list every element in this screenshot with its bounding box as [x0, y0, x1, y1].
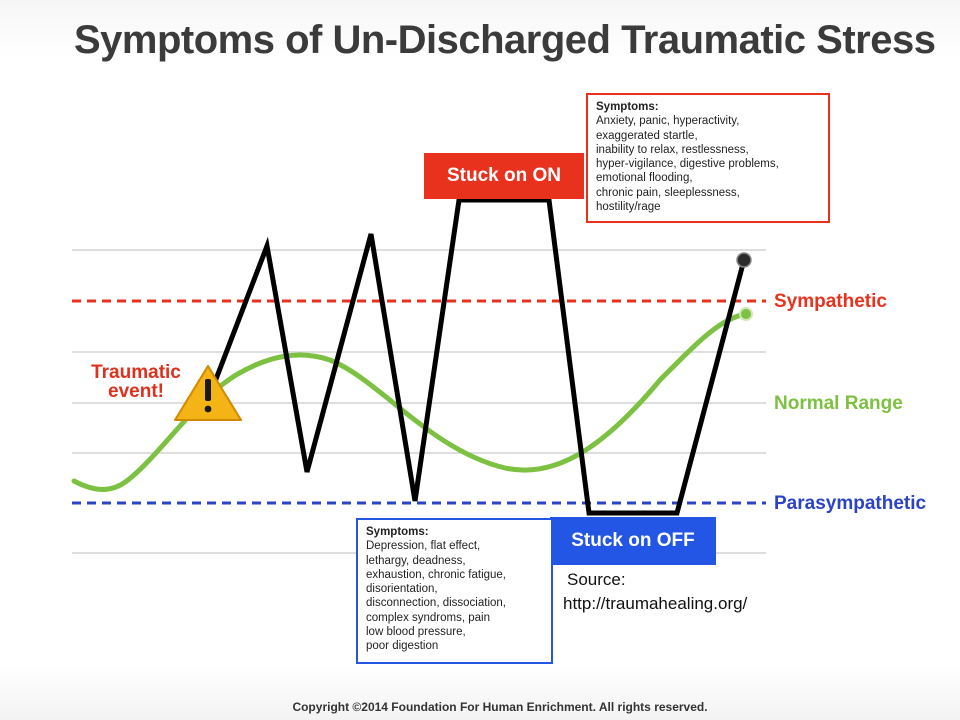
copyright-notice: Copyright ©2014 Foundation For Human Enr…: [292, 700, 708, 714]
symptom-item: inability to relax, restlessness,: [596, 143, 749, 156]
page-title: Symptoms of Un-Discharged Traumatic Stre…: [74, 18, 936, 62]
symptom-item: low blood pressure,: [366, 626, 466, 639]
normal-range-label: Normal Range: [774, 393, 903, 414]
normal-range-wave: [71, 311, 749, 492]
grid-lines: [72, 249, 766, 554]
stuck-on-tag: Stuck on ON: [424, 153, 584, 199]
symptom-item: disconnection, dissociation,: [366, 597, 506, 610]
symptom-item: exhaustion, chronic fatigue,: [366, 568, 507, 581]
symptoms-heading: Symptoms:: [596, 101, 659, 113]
symptom-item: hostility/rage: [596, 201, 661, 214]
stuck-on-symptoms-box: Symptoms: Anxiety, panic, hyperactivity,…: [586, 93, 830, 223]
symptom-item: emotional flooding,: [596, 172, 693, 185]
symptom-item: Anxiety, panic, hyperactivity,: [596, 115, 740, 128]
sympathetic-label: Sympathetic: [774, 291, 887, 312]
trauma-line-end-dot: [736, 252, 752, 268]
symptom-item: poor digestion: [366, 640, 439, 653]
symptom-item: chronic pain, sleeplessness,: [596, 186, 740, 199]
symptoms-heading: Symptoms:: [366, 526, 429, 538]
traumatic-stress-line: [205, 197, 747, 516]
parasympathetic-label: Parasympathetic: [774, 493, 927, 514]
traumatic-event-label: Traumatic event!: [91, 362, 181, 402]
symptom-item: complex syndroms, pain: [366, 611, 490, 624]
symptom-item: hyper-vigilance, digestive problems,: [596, 158, 779, 171]
stuck-off-tag: Stuck on OFF: [550, 517, 716, 565]
symptom-item: Depression, flat effect,: [366, 540, 481, 553]
symptom-item: exaggerated startle,: [596, 129, 698, 142]
source-link[interactable]: http://traumahealing.org/: [563, 594, 748, 613]
source-label: Source:: [567, 570, 626, 589]
stuck-off-symptoms-box: Symptoms: Depression, flat effect, letha…: [356, 518, 553, 664]
source-citation: Source: http://traumahealing.org/: [563, 568, 747, 616]
symptom-item: lethargy, deadness,: [366, 554, 466, 567]
warning-triangle-icon: [174, 365, 242, 421]
symptom-item: disorientation,: [366, 583, 438, 596]
normal-wave-end-dot: [739, 307, 753, 321]
